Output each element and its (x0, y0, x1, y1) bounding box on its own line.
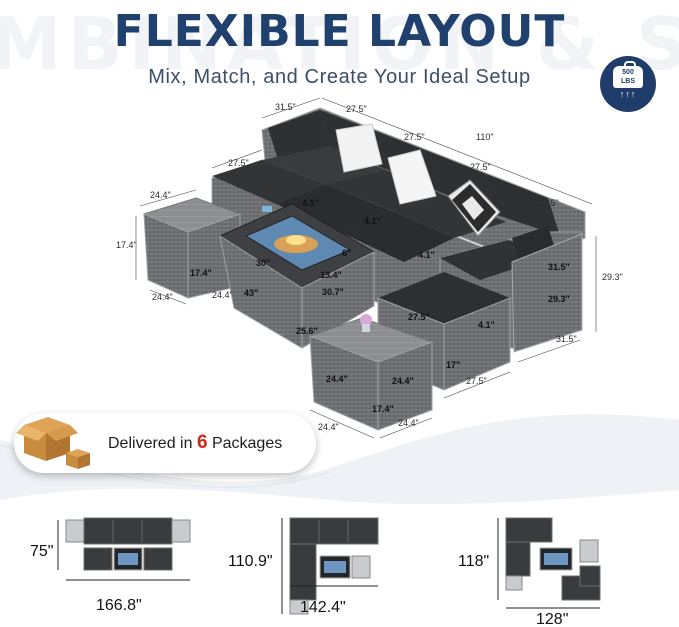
dim-back-seg-2: 27.5" (404, 132, 425, 142)
dim-chaise-depth: 31.5" (548, 262, 570, 272)
badge-weight: 500 (622, 68, 634, 76)
page-title: FLEXIBLE LAYOUT (113, 6, 566, 57)
dimension-lines (135, 97, 597, 439)
dim-left-side: 24.4" (150, 190, 171, 200)
dim-table-width: 30.7" (322, 287, 344, 297)
cardboard-box-icon (14, 413, 100, 473)
dim-table2-bottom-r: 24.4" (398, 418, 419, 428)
weight-capacity-icon: 500 LBS (613, 60, 643, 88)
dim-table-length: 43" (244, 288, 258, 298)
dim-ottoman-w: 27.5" (408, 312, 430, 322)
dim-seat-height-1: 4.1" (302, 198, 319, 208)
delivery-info: Delivered in 6 Packages (14, 413, 316, 473)
dim-chaise-height: 29.3" (602, 272, 623, 282)
dim-back-seg-1: 27.5" (346, 104, 367, 114)
dim-fire-inner-w: 30" (256, 258, 270, 268)
end-table-front (308, 314, 434, 431)
dim-end-table-height: 17.4" (116, 240, 137, 250)
delivery-prefix: Delivered in (108, 435, 197, 452)
dim-overall-length: 110" (476, 132, 494, 142)
dim-seat-height-4: 4.1" (478, 320, 495, 330)
dim-table2-bottom-l: 24.4" (318, 422, 339, 432)
dim-top-depth: 31.5" (275, 102, 296, 112)
dim-table-height: 25.6" (296, 326, 318, 336)
layout-3-height: 118" (458, 553, 489, 570)
dim-table2-d: 24.4" (392, 376, 414, 386)
dim-ottoman-bottom: 27.5" (466, 376, 487, 386)
badge-unit: LBS (621, 77, 635, 85)
layout-2-width: 142.4" (300, 599, 346, 616)
background-watermark-text: MBINATION & S (0, 2, 679, 86)
fire-pit-table (218, 203, 376, 349)
dim-table2-w: 24.4" (326, 374, 348, 384)
layout-1-width: 166.8" (96, 597, 142, 614)
badge-arrows: ↑↑↑ (619, 88, 637, 99)
layout-option-2: 110.9" 142.4" (228, 517, 379, 616)
dim-table2-h: 17.4" (372, 404, 394, 414)
layout-2-height: 110.9" (228, 553, 273, 570)
dim-end-table-depth-2: 24.4" (212, 290, 233, 300)
dim-left-width: 27.5" (228, 158, 249, 168)
delivery-text: Delivered in 6 Packages (108, 432, 282, 454)
layout-option-3: 118" 128" (458, 517, 601, 627)
page-subtitle: Mix, Match, and Create Your Ideal Setup (148, 66, 531, 88)
layout-1-height: 75" (30, 543, 53, 560)
dim-end-table-top: 17.4" (190, 268, 212, 278)
package-count: 6 (196, 432, 208, 453)
dim-back-seg-4: 27.5" (538, 198, 559, 208)
delivery-suffix: Packages (207, 435, 283, 452)
layout-option-1: 75" 166.8" (30, 517, 191, 614)
dim-end-table-depth-1: 24.4" (152, 292, 173, 302)
dim-ottoman-h: 17" (446, 360, 460, 370)
dim-chaise-arm: 29.3" (548, 294, 570, 304)
dim-seat-height-3: 4.1" (418, 250, 435, 260)
dim-chaise-bottom: 31.5" (556, 334, 577, 344)
dim-fire-h: 6" (342, 248, 351, 258)
dim-back-seg-3: 27.5" (470, 162, 491, 172)
layout-3-width: 128" (536, 611, 568, 627)
weight-capacity-badge: 500 LBS ↑↑↑ (600, 56, 656, 112)
dim-seat-height-2: 4.1" (364, 216, 381, 226)
dim-fire-inner-d: 13.4" (320, 270, 342, 280)
